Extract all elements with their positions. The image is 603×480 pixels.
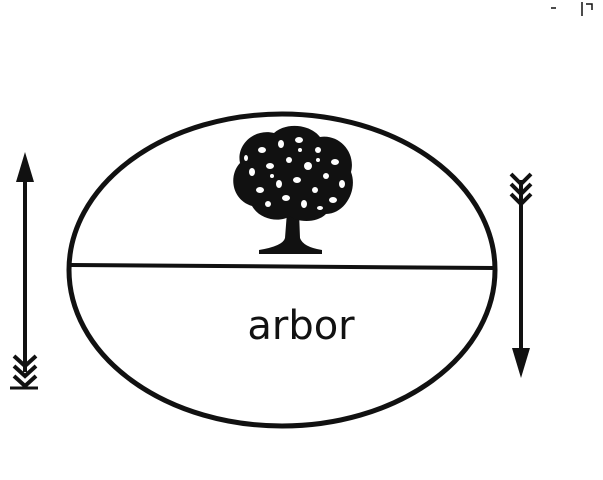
sign-oval xyxy=(66,111,498,429)
arrow-up-icon xyxy=(10,152,38,390)
arrow-down-icon xyxy=(509,172,533,378)
divider-line xyxy=(70,263,495,270)
tree-icon xyxy=(233,125,353,254)
corner-marks xyxy=(551,2,593,16)
sign-word-label: arbor xyxy=(247,303,355,349)
